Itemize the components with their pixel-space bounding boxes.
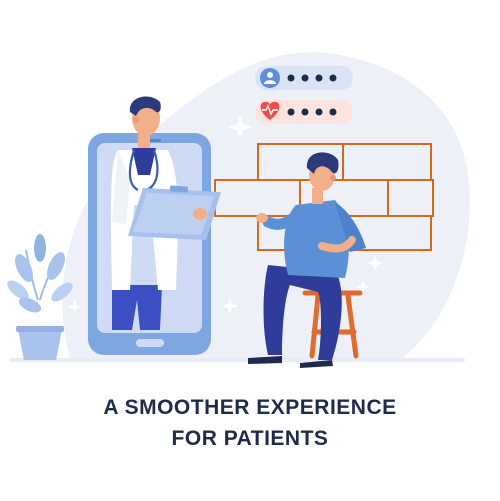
heart-pulse-icon <box>260 101 280 120</box>
patient-figure <box>248 152 366 368</box>
user-icon <box>264 72 276 84</box>
headline: A SMOOTHER EXPERIENCE FOR PATIENTS <box>0 392 500 454</box>
clipboard-icon <box>128 185 221 240</box>
doctor-figure <box>110 96 221 330</box>
health-pill <box>255 100 353 124</box>
ground-line <box>10 358 465 362</box>
headline-line-2: FOR PATIENTS <box>171 427 329 450</box>
profile-pill <box>255 66 353 90</box>
plant-decoration <box>7 234 73 360</box>
headline-line-1: A SMOOTHER EXPERIENCE <box>103 396 397 419</box>
sparkle-icon <box>68 115 383 314</box>
